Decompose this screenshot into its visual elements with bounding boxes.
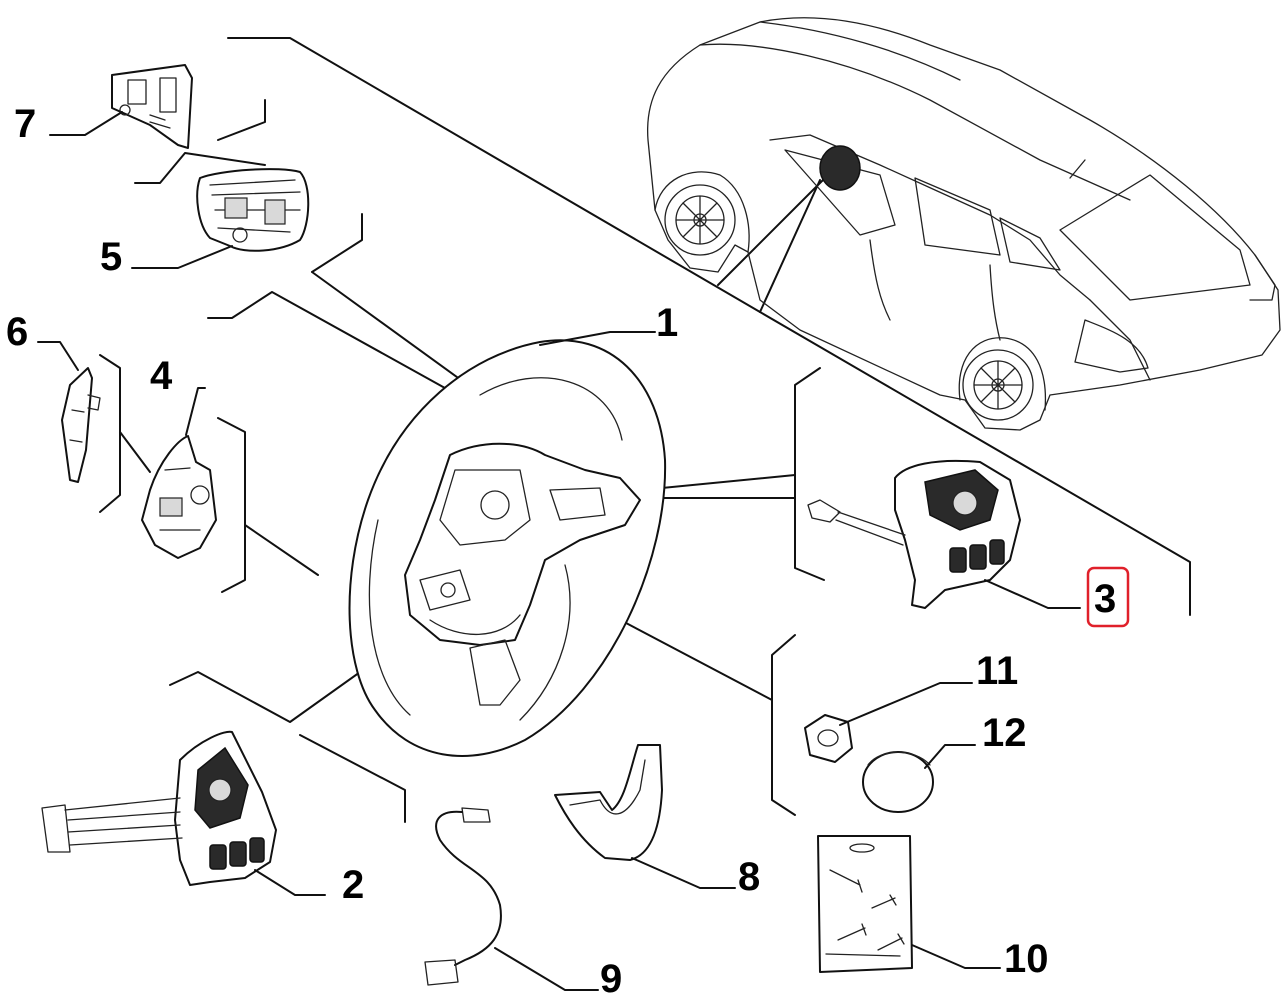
steering-wheel-location-marker (819, 145, 861, 191)
callout-3-highlight-box (1086, 566, 1130, 628)
callout-4: 4 (150, 354, 173, 398)
callout-5: 5 (100, 235, 122, 279)
callout-12: 12 (982, 711, 1027, 755)
callout-3: 3 (1094, 577, 1116, 621)
callout-6: 6 (6, 310, 28, 354)
leader-lines (37, 111, 1081, 991)
part-9-wiring-harness (424, 807, 502, 986)
part-7-cover-plate (111, 64, 193, 149)
part-1-steering-wheel (348, 339, 667, 757)
callout-11: 11 (976, 649, 1018, 693)
part-10-screw-kit (817, 835, 913, 973)
callout-1: 1 (656, 301, 678, 345)
part-6-bracket (61, 367, 101, 483)
part-4-switch-module (141, 435, 217, 559)
part-3-right-switch-panel (807, 459, 1021, 609)
callout-8: 8 (738, 855, 760, 899)
callout-10: 10 (1004, 937, 1049, 981)
car-location-illustration (646, 17, 1281, 431)
part-8-lower-cover (554, 744, 663, 861)
part-5-control-module (196, 168, 310, 252)
callout-labels: 1 2 3 4 5 6 7 8 9 10 11 12 (6, 102, 1130, 1001)
part-11-nut (804, 714, 853, 763)
callout-7: 7 (14, 102, 36, 146)
group-outline-lines (99, 37, 1191, 823)
part-12-cap (862, 751, 934, 813)
callout-9: 9 (600, 957, 622, 1001)
part-2-left-switch-panel (41, 730, 277, 886)
callout-2: 2 (342, 863, 364, 907)
